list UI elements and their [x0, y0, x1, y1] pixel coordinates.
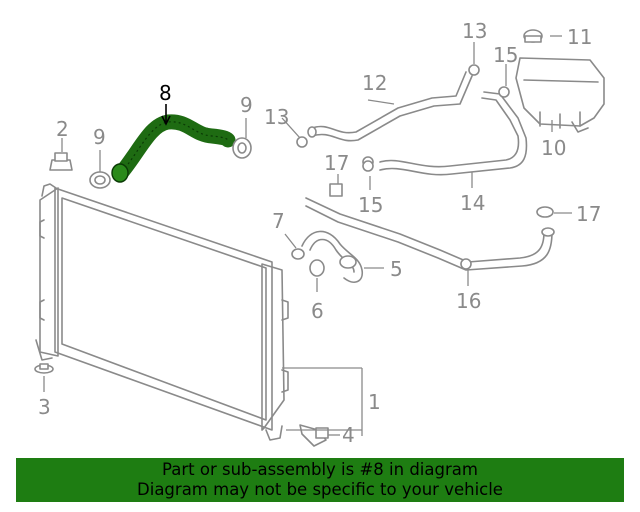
hose-cap-17-b[interactable]: [536, 206, 554, 218]
callout-16: 16: [456, 289, 481, 313]
callout-12: 12: [362, 71, 387, 95]
callout-2: 2: [56, 117, 69, 141]
callout-6: 6: [311, 299, 324, 323]
upper-radiator-hose[interactable]: [111, 114, 236, 183]
callout-9-right: 9: [240, 93, 253, 117]
callout-9-left: 9: [93, 125, 106, 149]
leader-lines: [43, 35, 572, 436]
hose-clamp-left[interactable]: [89, 171, 111, 189]
banner-line-2: Diagram may not be specific to your vehi…: [137, 480, 503, 499]
callout-13-left: 13: [264, 105, 289, 129]
callout-4: 4: [342, 423, 355, 447]
tank-clip[interactable]: [498, 86, 510, 98]
callout-8: 8: [159, 81, 172, 105]
info-banner: Part or sub-assembly is #8 in diagram Di…: [16, 458, 624, 502]
callout-13-top: 13: [462, 19, 487, 43]
callout-11: 11: [567, 25, 592, 49]
banner-line-1: Part or sub-assembly is #8 in diagram: [162, 460, 478, 479]
callout-7: 7: [272, 209, 285, 233]
callout-3: 3: [38, 395, 51, 419]
callout-10: 10: [541, 136, 566, 160]
coolant-surge-tank[interactable]: [515, 57, 605, 133]
callout-1: 1: [368, 390, 381, 414]
callout-5: 5: [390, 257, 403, 281]
hose-cap-17-a[interactable]: [329, 183, 343, 197]
callout-14: 14: [460, 191, 485, 215]
hose-clip-top[interactable]: [468, 64, 480, 76]
heater-inlet-hose[interactable]: [307, 71, 473, 142]
radiator-upper-insulator[interactable]: [49, 152, 73, 171]
clamp-7[interactable]: [291, 248, 305, 260]
callout-15-lower: 15: [358, 193, 383, 217]
radiator[interactable]: [35, 183, 289, 441]
callout-17-middle: 17: [324, 151, 349, 175]
surge-tank-cap[interactable]: [523, 29, 543, 43]
cooling-system-diagram: 1 2 3 4 5 6 7 8 9 9 10 11 12 13 13 14 15…: [34, 19, 605, 447]
lower-radiator-hose[interactable]: [301, 230, 364, 283]
clamp-6[interactable]: [309, 259, 325, 277]
hose-clamp-right[interactable]: [232, 137, 252, 159]
callout-labels: 1 2 3 4 5 6 7 8 9 9 10 11 12 13 13 14 15…: [38, 19, 601, 447]
radiator-lower-insulator[interactable]: [34, 363, 54, 374]
callout-17-right: 17: [576, 202, 601, 226]
heater-outlet-hose[interactable]: [362, 91, 528, 176]
hose-clip-left[interactable]: [296, 136, 308, 148]
drain-cock[interactable]: [299, 424, 329, 447]
surge-tank-outlet-hose[interactable]: [305, 197, 555, 271]
clip-15-a[interactable]: [362, 160, 374, 172]
callout-15-upper: 15: [493, 43, 518, 67]
